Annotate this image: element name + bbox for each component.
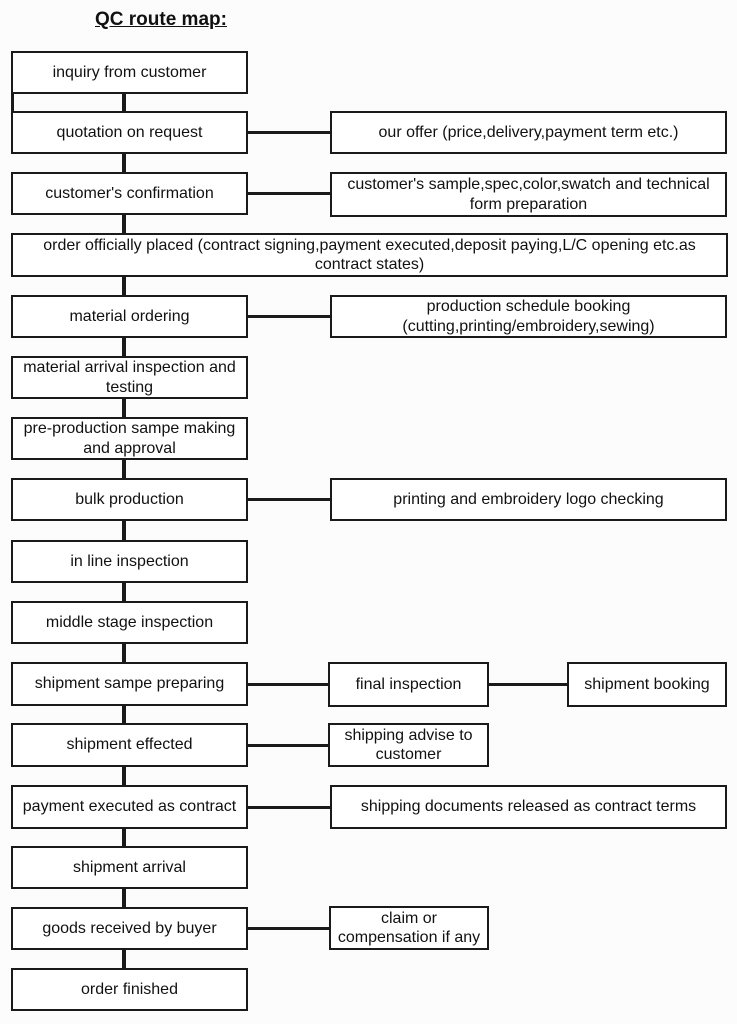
node-shipping-documents-released: shipping documents released as contract … bbox=[330, 785, 727, 829]
node-label: goods received by buyer bbox=[42, 919, 217, 937]
flow-connector-horizontal bbox=[246, 131, 332, 134]
flow-connector-horizontal bbox=[487, 683, 569, 686]
node-label: middle stage inspection bbox=[45, 613, 214, 631]
flow-connector-vertical bbox=[122, 214, 126, 234]
flow-connector-vertical bbox=[122, 888, 126, 908]
flow-connector-vertical bbox=[122, 643, 126, 663]
node-label: shipment effected bbox=[66, 736, 193, 754]
node-our-offer: our offer (price,delivery,payment term e… bbox=[330, 111, 727, 154]
node-label: quotation on request bbox=[56, 123, 203, 141]
node-shipment-booking: shipment booking bbox=[567, 662, 727, 707]
node-shipment-effected: shipment effected bbox=[11, 723, 248, 767]
node-label: bulk production bbox=[75, 490, 184, 508]
node-label: our offer (price,delivery,payment term e… bbox=[378, 123, 679, 141]
flow-connector-vertical bbox=[122, 766, 126, 786]
node-in-line-inspection: in line inspection bbox=[11, 540, 248, 583]
node-payment-executed-as-contract: payment executed as contract bbox=[11, 785, 248, 829]
flow-connector-horizontal bbox=[246, 192, 332, 195]
node-label: pre-production sampe making and approval bbox=[23, 420, 236, 457]
flow-connector-vertical bbox=[122, 93, 126, 112]
flow-connector-vertical bbox=[122, 459, 126, 479]
node-final-inspection: final inspection bbox=[328, 662, 489, 707]
node-order-officially-placed: order officially placed (contract signin… bbox=[11, 233, 728, 277]
node-shipment-arrival: shipment arrival bbox=[11, 846, 248, 889]
flow-connector-vertical bbox=[122, 153, 126, 173]
flow-connector-vertical bbox=[122, 520, 126, 541]
node-label: shipping advise to customer bbox=[344, 726, 473, 763]
flow-connector-horizontal bbox=[246, 498, 332, 501]
node-goods-received-by-buyer: goods received by buyer bbox=[11, 907, 248, 950]
flow-connector-vertical bbox=[122, 828, 126, 847]
node-material-ordering: material ordering bbox=[11, 295, 248, 338]
node-order-finished: order finished bbox=[11, 968, 248, 1011]
node-label: shipment booking bbox=[584, 675, 710, 693]
node-shipment-sample-preparing: shipment sampe preparing bbox=[11, 662, 248, 706]
node-label: order finished bbox=[81, 980, 178, 998]
node-bulk-production: bulk production bbox=[11, 478, 248, 521]
flow-connector-vertical bbox=[122, 949, 126, 969]
flow-connector-left-edge bbox=[11, 93, 14, 112]
node-label: order officially placed (contract signin… bbox=[43, 236, 696, 273]
node-shipping-advise-to-customer: shipping advise to customer bbox=[328, 723, 489, 767]
flow-connector-vertical bbox=[122, 276, 126, 296]
node-printing-and-embroidery-logo-checking: printing and embroidery logo checking bbox=[330, 478, 727, 521]
node-material-arrival-inspection-and-testing: material arrival inspection and testing bbox=[11, 356, 248, 399]
node-inquiry-from-customer: inquiry from customer bbox=[11, 51, 248, 94]
node-quotation-on-request: quotation on request bbox=[11, 111, 248, 154]
diagram-title: QC route map: bbox=[95, 9, 227, 30]
node-label: customer's sample,spec,color,swatch and … bbox=[347, 176, 710, 213]
node-label: customer's confirmation bbox=[45, 184, 214, 202]
node-claim-or-compensation: claim or compensation if any bbox=[329, 906, 489, 950]
flow-connector-horizontal bbox=[246, 683, 330, 686]
flow-connector-horizontal bbox=[246, 315, 332, 318]
node-label: payment executed as contract bbox=[22, 798, 237, 816]
node-pre-production-sample-making-and-approval: pre-production sampe making and approval bbox=[11, 417, 248, 460]
node-label: shipment arrival bbox=[73, 858, 186, 876]
flow-connector-horizontal bbox=[246, 927, 331, 930]
node-label: material ordering bbox=[69, 307, 190, 325]
node-label: printing and embroidery logo checking bbox=[393, 490, 664, 508]
node-customers-sample-spec-preparation: customer's sample,spec,color,swatch and … bbox=[330, 172, 727, 217]
node-label: production schedule booking (cutting,pri… bbox=[402, 298, 655, 335]
flow-connector-horizontal bbox=[246, 806, 332, 809]
node-middle-stage-inspection: middle stage inspection bbox=[11, 601, 248, 644]
flow-connector-horizontal bbox=[246, 744, 330, 747]
node-label: in line inspection bbox=[70, 552, 189, 570]
flow-connector-vertical bbox=[122, 705, 126, 724]
flow-connector-vertical bbox=[122, 337, 126, 357]
node-label: final inspection bbox=[355, 675, 462, 693]
flow-connector-vertical bbox=[122, 582, 126, 602]
node-label: material arrival inspection and testing bbox=[23, 359, 236, 396]
node-label: inquiry from customer bbox=[52, 63, 207, 81]
node-production-schedule-booking: production schedule booking (cutting,pri… bbox=[330, 295, 727, 338]
node-label: shipment sampe preparing bbox=[34, 675, 225, 693]
node-label: claim or compensation if any bbox=[337, 909, 481, 946]
flow-connector-vertical bbox=[122, 398, 126, 418]
node-customers-confirmation: customer's confirmation bbox=[11, 172, 248, 215]
node-label: shipping documents released as contract … bbox=[360, 798, 697, 816]
